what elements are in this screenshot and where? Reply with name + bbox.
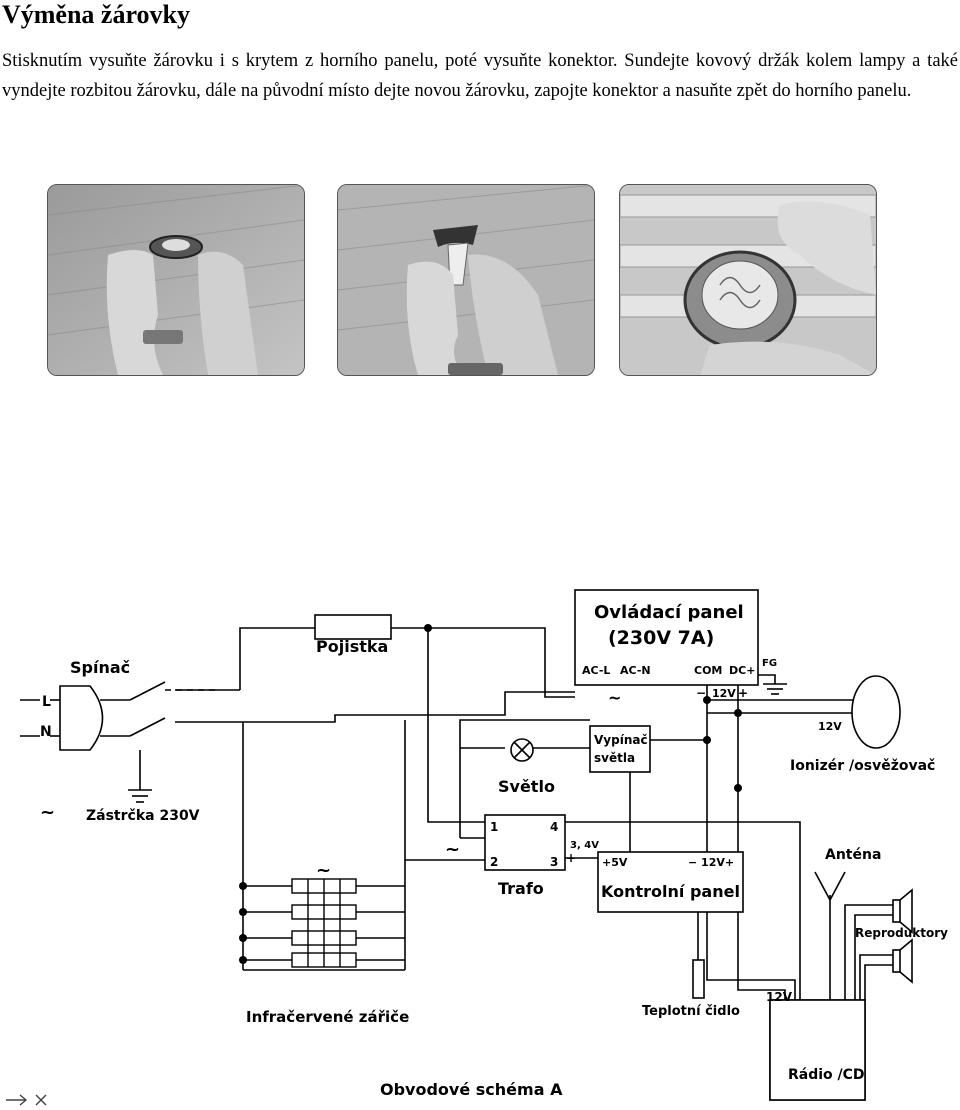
kontrolni-panel-label: Kontrolní panel: [601, 882, 740, 901]
kp-12v-terminal: − 12V+: [688, 856, 734, 869]
ionizer-label: Ionizér /osvěžovač: [790, 758, 935, 774]
trafo-voltage: 3, 4V: [570, 840, 599, 851]
cursor-icon: [6, 1094, 47, 1106]
light-switch-label-2: světla: [594, 751, 635, 765]
speaker-icon: [892, 888, 913, 984]
plug-label: Zástrčka 230V: [86, 808, 200, 824]
ac-n-terminal: AC-N: [620, 664, 651, 677]
ac-symbol-heaters: ~: [316, 860, 331, 881]
ac-symbol-plug: ~: [40, 802, 55, 823]
trafo-pin-1: 1: [490, 820, 498, 834]
trafo-box: [484, 814, 566, 871]
dc-plus-terminal: DC+: [729, 664, 755, 677]
fuse-label: Pojistka: [316, 637, 388, 656]
light-label: Světlo: [498, 777, 555, 796]
antenna-label: Anténa: [825, 847, 881, 863]
trafo-pin-3: 3: [550, 855, 558, 869]
trafo-label: Trafo: [498, 879, 544, 898]
heaters-label: Infračervené zářiče: [246, 1008, 409, 1026]
switch-label: Spínač: [70, 658, 130, 677]
photo-remove-bulb: [47, 184, 305, 376]
l-label: L: [42, 694, 51, 710]
photo-replace-bulb: [619, 184, 877, 376]
page-title: Výměna žárovky: [2, 0, 191, 29]
ac-symbol-trafo: ~: [445, 839, 460, 860]
control-panel-box: [574, 589, 759, 686]
trafo-pin-4: 4: [550, 820, 558, 834]
circuit-diagram: L N Spínač ~ Zástrčka 230V Pojistka Ovlá…: [6, 589, 948, 1106]
photo-pull-connector: [337, 184, 595, 376]
ac-l-terminal: AC-L: [582, 664, 610, 677]
fg-terminal: FG: [762, 658, 777, 669]
n-label: N: [40, 724, 52, 740]
temperature-sensor: [692, 959, 705, 999]
com-terminal: COM: [694, 664, 722, 677]
speakers-label: Reproduktory: [855, 926, 948, 940]
fuse-symbol: [314, 614, 392, 640]
kp-5v-terminal: +5V: [602, 856, 628, 869]
instructions-paragraph: Stisknutím vysuňte žárovku i s krytem z …: [2, 51, 958, 101]
control-panel-rating: (230V 7A): [608, 627, 714, 649]
light-switch-label-1: Vypínač: [594, 733, 648, 747]
kontrolni-panel-box: [597, 851, 744, 913]
plug-symbol: [20, 685, 152, 803]
ac-symbol-panel: ~: [608, 688, 621, 707]
ionizer-symbol: [851, 675, 901, 749]
panel-12v: 12V: [712, 687, 736, 700]
ionizer-voltage: 12V: [818, 720, 842, 733]
panel-plus: +: [738, 686, 748, 700]
infrared-heaters: [239, 878, 405, 971]
sensor-label: Teplotní čidlo: [642, 1004, 740, 1019]
trafo-pin-2: 2: [490, 855, 498, 869]
control-panel-title: Ovládací panel: [594, 602, 744, 623]
radio-label: Rádio /CD: [788, 1067, 865, 1083]
panel-minus: −: [696, 686, 706, 700]
radio-voltage: 12V: [766, 990, 793, 1004]
diagram-caption: Obvodové schéma A: [380, 1080, 563, 1099]
radio-box: [769, 999, 866, 1101]
light-switch-box: [589, 725, 651, 773]
main-switch: [100, 681, 240, 737]
